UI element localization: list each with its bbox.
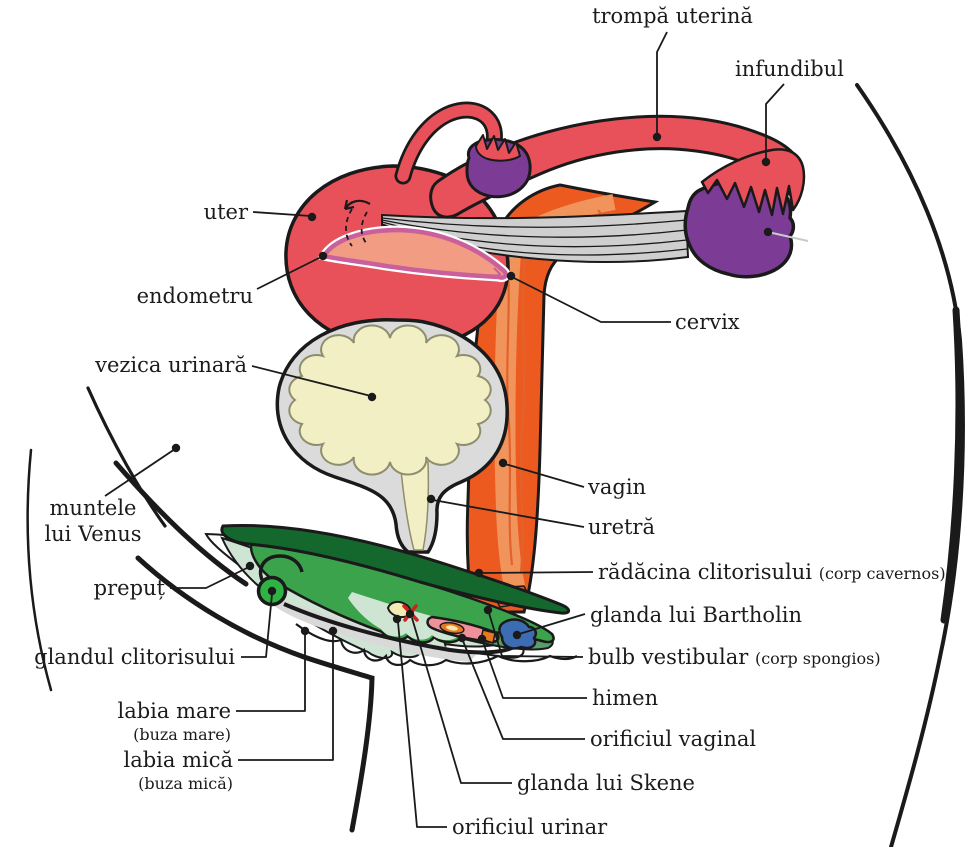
tube-channel-dashed xyxy=(345,208,353,247)
vulva-group xyxy=(204,524,578,667)
body-outline-left xyxy=(26,386,375,833)
label-glandul-clitorisului: glandul clitorisului xyxy=(34,645,235,669)
label-labia-mare: labia mare (buza mare) xyxy=(117,699,232,744)
endometrium-shape xyxy=(317,199,511,282)
bladder-interior xyxy=(288,324,492,476)
label-uretra: uretră xyxy=(588,515,655,539)
label-trompa-uterina: trompă uterină xyxy=(592,4,753,28)
label-vagin: vagin xyxy=(588,475,647,499)
label-endometru: endometru xyxy=(136,284,253,308)
tube-channel-arrow xyxy=(343,199,371,211)
label-preput: prepuț xyxy=(93,576,165,600)
label-infundibul: infundibul xyxy=(735,57,844,81)
label-uter: uter xyxy=(203,200,248,224)
urethra-shape xyxy=(399,459,430,551)
label-himen: himen xyxy=(592,686,659,710)
glans-hook xyxy=(258,554,304,581)
body-outline-right xyxy=(855,83,965,847)
label-bulb-vestibular: bulb vestibular (corp spongios) xyxy=(588,645,881,669)
vaginal-opening xyxy=(446,625,458,631)
label-glanda-skene: glanda lui Skene xyxy=(517,771,695,795)
label-orificiul-vaginal: orificiul vaginal xyxy=(590,727,757,751)
fimbriae-left xyxy=(475,134,521,162)
label-cervix: cervix xyxy=(675,310,740,334)
label-labia-mica: labia mică (buza mică) xyxy=(123,748,233,793)
leader-dots xyxy=(171,132,773,644)
label-muntele-lui-venus: muntele lui Venus xyxy=(44,496,142,546)
clitoris-shaft xyxy=(220,524,571,615)
label-orificiul-urinar: orificiul urinar xyxy=(452,815,608,839)
fimbriae-right xyxy=(700,148,806,217)
label-vezica-urinara: vezica urinară xyxy=(95,353,247,377)
label-glanda-bartholin: glanda lui Bartholin xyxy=(590,603,803,627)
label-radacina-clitorisului: rădăcina clitorisului (corp cavernos) xyxy=(598,560,946,584)
bladder-shape xyxy=(275,318,509,554)
ovary-pointer-line xyxy=(767,231,809,242)
leader-lines xyxy=(104,31,785,828)
vulva-bold-arc xyxy=(283,602,515,655)
labial-edge-line xyxy=(295,623,578,667)
